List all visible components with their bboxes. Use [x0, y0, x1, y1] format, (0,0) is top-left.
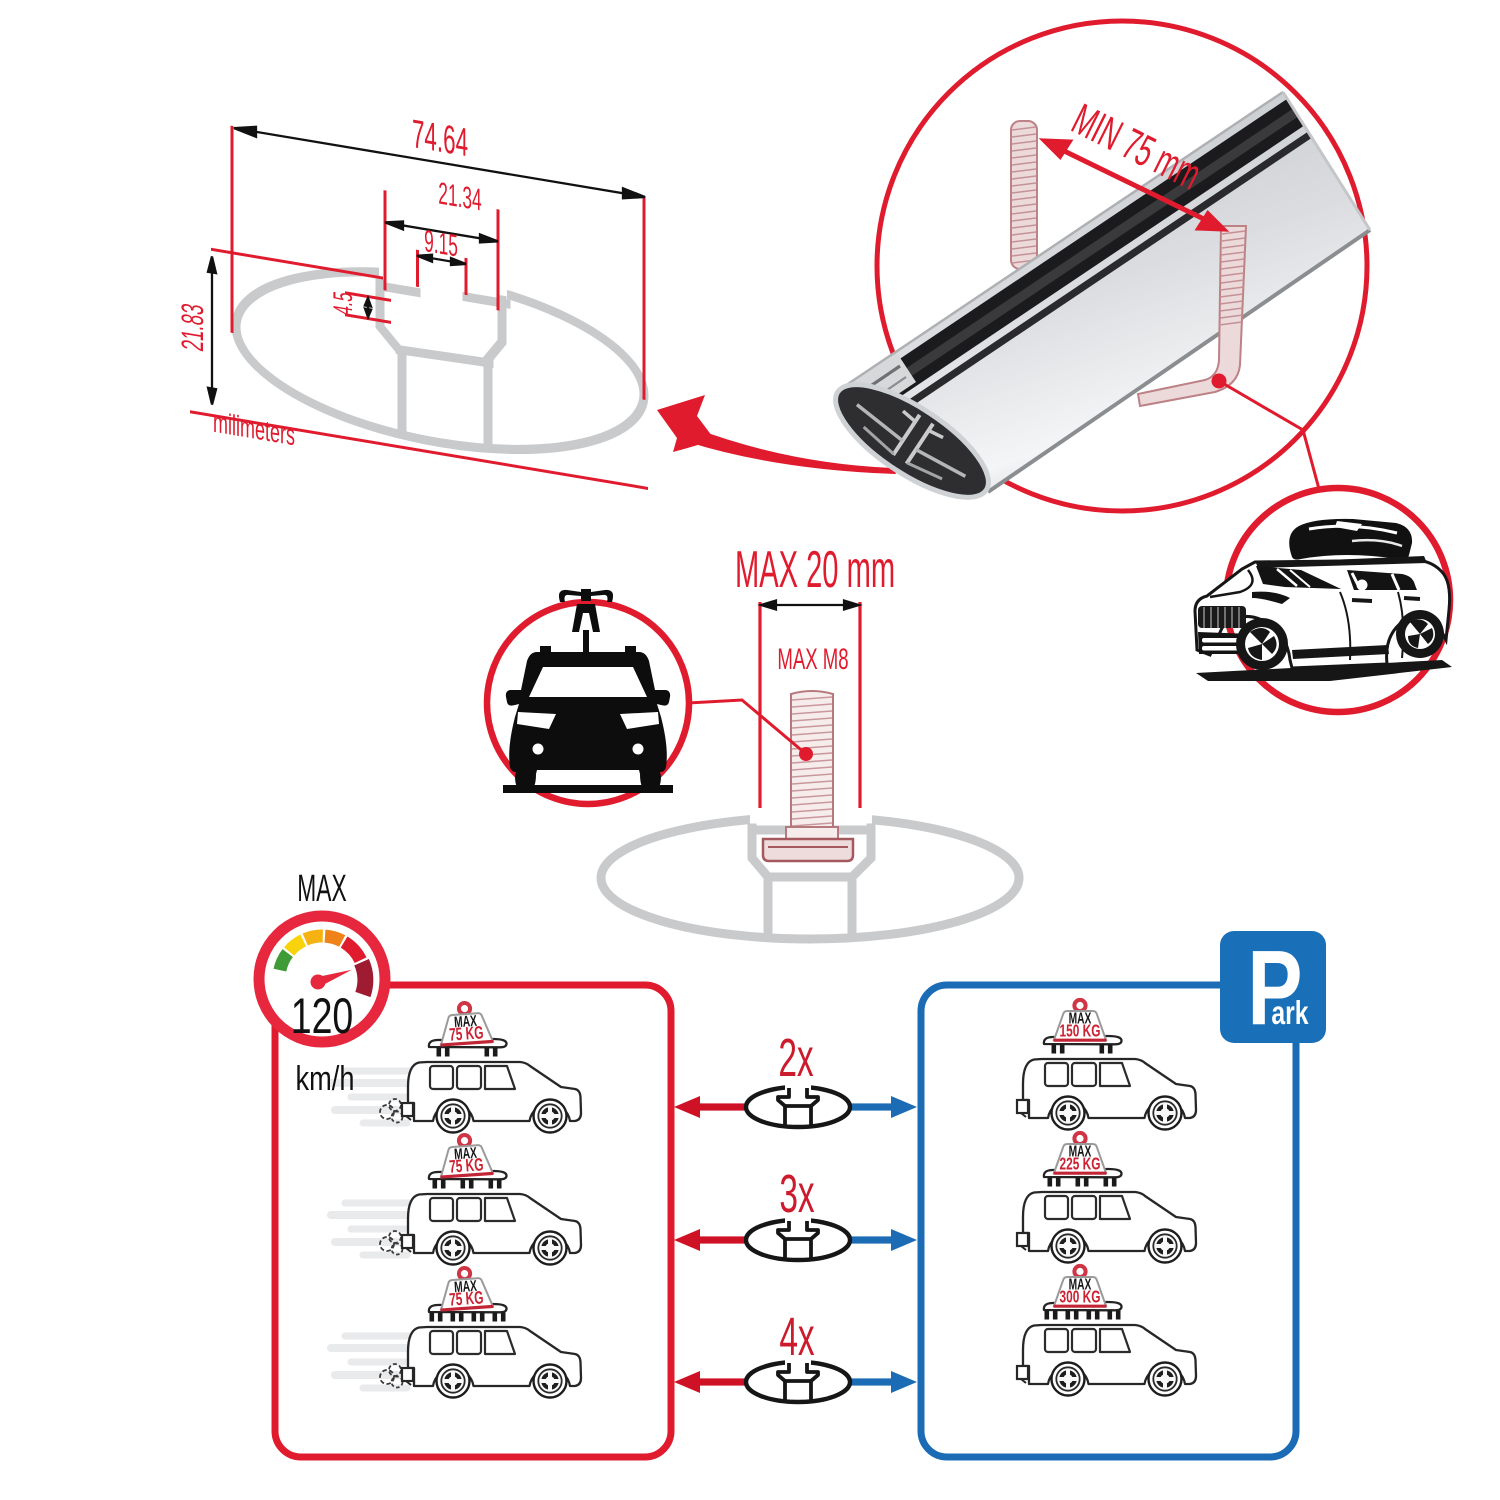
svg-text:MAX: MAX: [453, 1277, 477, 1296]
svg-text:3x: 3x: [779, 1163, 814, 1224]
svg-text:2x: 2x: [778, 1027, 813, 1088]
svg-text:MAX: MAX: [1069, 1009, 1092, 1027]
svg-text:74.64: 74.64: [412, 111, 468, 165]
svg-text:225 KG: 225 KG: [1060, 1154, 1101, 1174]
svg-text:75 KG: 75 KG: [448, 1155, 484, 1177]
svg-text:21.34: 21.34: [438, 176, 481, 218]
svg-text:300 KG: 300 KG: [1060, 1287, 1101, 1307]
svg-text:MAX: MAX: [453, 1144, 477, 1163]
svg-text:km/h: km/h: [296, 1059, 355, 1098]
svg-text:MAX: MAX: [1069, 1142, 1092, 1160]
svg-text:MIN 75 mm: MIN 75 mm: [1065, 94, 1209, 199]
svg-text:4.5: 4.5: [328, 290, 358, 318]
svg-text:9.15: 9.15: [424, 224, 458, 264]
svg-text:150 KG: 150 KG: [1060, 1021, 1101, 1041]
svg-text:MAX 20 mm: MAX 20 mm: [735, 540, 895, 598]
svg-text:120: 120: [291, 989, 354, 1044]
svg-text:75 KG: 75 KG: [448, 1288, 484, 1310]
svg-text:P: P: [1247, 929, 1302, 1047]
svg-text:MAX: MAX: [297, 867, 346, 909]
svg-text:milimeters: milimeters: [213, 407, 295, 453]
svg-text:75 KG: 75 KG: [448, 1023, 484, 1045]
svg-text:4x: 4x: [779, 1306, 814, 1367]
svg-text:MAX: MAX: [453, 1012, 477, 1031]
svg-text:MAX: MAX: [1069, 1275, 1092, 1293]
svg-text:MAX M8: MAX M8: [777, 643, 848, 677]
svg-text:21.83: 21.83: [177, 301, 211, 353]
svg-text:ark: ark: [1271, 996, 1309, 1032]
